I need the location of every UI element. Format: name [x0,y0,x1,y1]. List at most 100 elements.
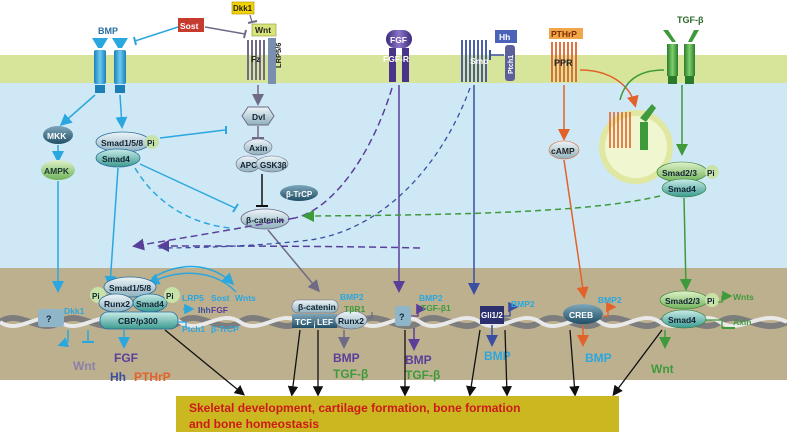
gsk3b-label: GSK3β [260,161,287,170]
smad158-label: Smad1/5/8 [101,138,143,148]
sost-inhibit-lrp [204,26,246,35]
camp-node [548,140,580,160]
smad4b-label: Smad4 [668,184,696,194]
ampk-label: AMPK [44,166,70,176]
nuc-tcf-label: TCF [295,317,312,327]
lrp56-label: LRP5/6 [274,43,283,68]
ptch1-label: Ptch1 [508,55,515,74]
nuc-wnt-output-2: Wnt [651,362,674,376]
mkk-node [43,126,73,144]
outcome-line-1: Skeletal development, cartilage formatio… [189,401,520,415]
nuc-smad4-label: Smad4 [136,299,164,309]
nucleus-wnt-complex: β-catenin TCF LEF Runx2 BMP2 TβR1 BMP TG… [291,292,373,381]
ppr-receptor [551,42,577,82]
smad158-complex-cytoplasm: Smad1/5/8 Pi Smad4 [95,131,159,168]
bmp-ligand-label: BMP [98,26,118,36]
axin-label: Axin [249,143,267,153]
nuc-ihh-label: Ihh [198,305,211,315]
nuc-cbp-label: CBP/p300 [118,316,158,326]
bmp-receptor [92,38,128,93]
nuc-ptch1-label: Ptch1 [182,324,205,334]
outcome-arrows [164,329,663,397]
wnt-label: Wnt [255,25,271,35]
btrcp-label: β-TrCP [286,190,313,199]
nuc-creb-label: CREB [569,310,593,320]
camp-label: cAMP [551,146,575,156]
mkk-label: MKK [47,131,67,141]
nuc-smad23-label: Smad2/3 [665,296,700,306]
pthrp-ligand [549,28,583,39]
dkk1-box [231,1,255,15]
nuc-tgfb1-label: TGF-β1 [421,303,451,313]
nuc-bmp2c-label: BMP2 [511,299,535,309]
ppr-label: PPR [554,58,573,68]
fgf-receptor [386,30,412,82]
nuc-bmp2d-label: BMP2 [598,295,622,305]
ampk-node [41,160,75,180]
pi-label: Pi [147,139,155,148]
outcome-line-2: and bone homeostasis [189,417,319,431]
nucleus-fgf-complex: ? BMP2 TGF-β1 BMP TGF-β [395,293,451,382]
nuc-fgf-output: FGF [114,351,138,365]
nuc-wnts2-label: Wnts [733,292,754,302]
fgfr-label: FGF-R [383,54,409,64]
nuc-tbr1-label: TβR1 [344,304,366,314]
tgfb-receptor [663,30,699,84]
outcome-banner [176,396,619,432]
nuc-bmp-output-4: BMP [585,351,612,365]
gsk3b-node [255,155,289,173]
smoothened-receptor [461,40,487,82]
nucleus-tgf-complex: Smad2/3 Pi Smad4 Wnts Axin Wnt [651,290,754,376]
nuc-bmp2b-label: BMP2 [419,293,443,303]
nuc-lef-label: LEF [317,317,333,327]
nuc-tgf-output-1: TGF-β [333,367,368,381]
nuc-smad158-label: Smad1/5/8 [109,283,151,293]
frizzled-receptor [247,38,276,84]
nuc-pi-right: Pi [166,292,174,301]
sost-label: Sost [180,21,199,31]
nuc-pi-left: Pi [92,292,100,301]
smo-label: Smo [470,56,488,66]
dvl-label: Dvl [252,112,265,122]
smad23-label: Smad2/3 [662,168,697,178]
nucleus-left-complex: ? Dkk1 Wnt Pi Smad1/5/8 Runx2 Smad4 Pi C… [38,265,256,384]
axin-node [243,138,273,156]
nuc-fgf-label: FGF [211,305,228,315]
nuc-tgf-output-2: TGF-β [405,368,440,382]
dkk1-label: Dkk1 [233,4,253,13]
hh-label: Hh [499,32,510,42]
dvl-node [241,106,275,126]
sost-inhibit-bmp [134,26,179,42]
nucleus-creb-complex: CREB BMP2 BMP [563,295,622,365]
nuc-wnts-label: Wnts [235,293,256,303]
nuc-q1-label: ? [46,314,52,324]
nucleus-hh-complex: Gli1/2 BMP2 BMP [480,299,535,363]
nuc-axin-label: Axin [733,317,751,327]
pthrp-label: PTHrP [551,29,577,39]
hh-ligand [495,30,517,43]
smad4-label: Smad4 [102,154,130,164]
nuc-smad4c-label: Smad4 [668,315,696,325]
tgfb-ligand-label: TGF-β [677,15,704,25]
bcatenin-label: β-catenin [246,215,284,225]
pi2-label: Pi [707,169,715,178]
internalized-receptor-vesicle [599,104,673,184]
nuc-wnt-output: Wnt [73,359,96,373]
nuc-bmp-output-2: BMP [405,353,432,367]
nuc-bmp-output-1: BMP [333,351,360,365]
nuc-sost-label: Sost [211,293,230,303]
fgf-ligand-label: FGF [390,35,407,45]
nuc-runx2b-label: Runx2 [338,316,364,326]
nuc-pthrp-output: PTHrP [134,370,171,384]
wnt-ligand [251,23,277,37]
btrcp-node [280,185,318,201]
smad23-complex-cytoplasm: Smad2/3 Pi Smad4 [656,161,719,198]
nuc-bcatenin-label: β-catenin [298,302,336,312]
nuc-dkk1-label: Dkk1 [64,306,85,316]
ptch1-receptor [505,45,515,81]
nuc-pi3-label: Pi [707,297,715,306]
nuc-gli-label: Gli1/2 [481,311,503,320]
nuc-q2-label: ? [399,312,405,322]
